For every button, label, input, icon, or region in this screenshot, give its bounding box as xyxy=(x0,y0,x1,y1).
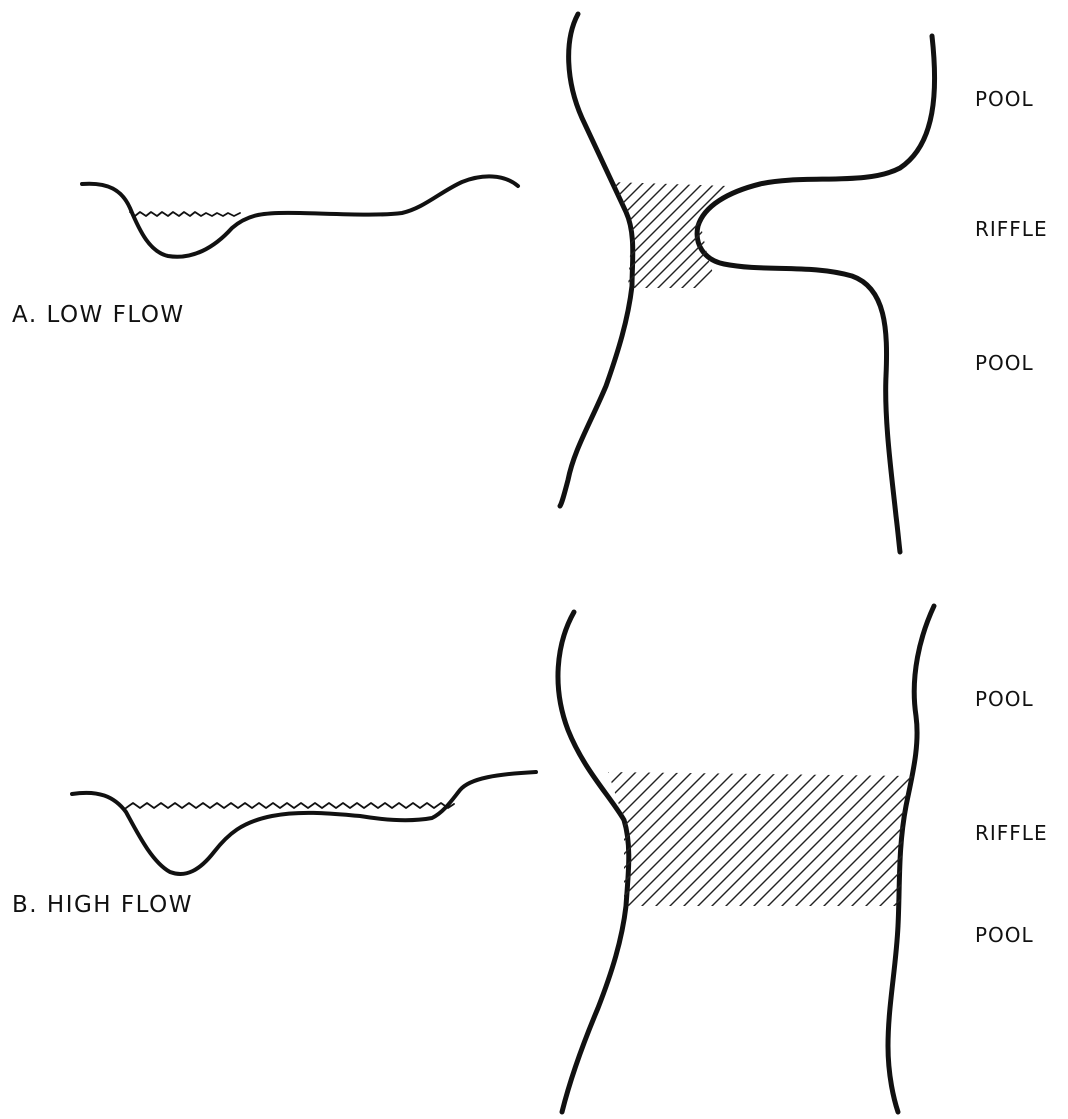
left-bank xyxy=(558,612,629,1112)
water-surface-line xyxy=(130,212,240,216)
zone-label-riffle: RIFFLE xyxy=(975,217,1048,241)
zone-label-upper-pool: POOL xyxy=(975,687,1034,711)
cross-section-low-flow xyxy=(82,176,518,256)
zone-label-lower-pool: POOL xyxy=(975,923,1034,947)
zone-label-riffle: RIFFLE xyxy=(975,821,1048,845)
panel-b-label: B. HIGH FLOW xyxy=(12,892,193,918)
panel-a-low-flow: A. LOW FLOW xyxy=(12,14,1048,552)
left-bank xyxy=(560,14,633,506)
channel-bed-profile xyxy=(72,772,536,874)
right-bank xyxy=(697,36,934,552)
zone-label-upper-pool: POOL xyxy=(975,87,1034,111)
riffle-hatching xyxy=(470,770,1030,910)
channel-bed-profile xyxy=(82,176,518,256)
water-surface-line xyxy=(126,803,454,808)
plan-view-high-flow xyxy=(470,606,1030,1112)
panel-a-label: A. LOW FLOW xyxy=(12,302,185,328)
cross-section-high-flow xyxy=(72,772,536,874)
zone-label-lower-pool: POOL xyxy=(975,351,1034,375)
plan-view-low-flow xyxy=(510,14,935,552)
right-bank xyxy=(888,606,934,1112)
riffle-hatching xyxy=(510,172,810,292)
panel-b-high-flow: B. HIGH FLOW xyxy=(12,606,1048,1112)
